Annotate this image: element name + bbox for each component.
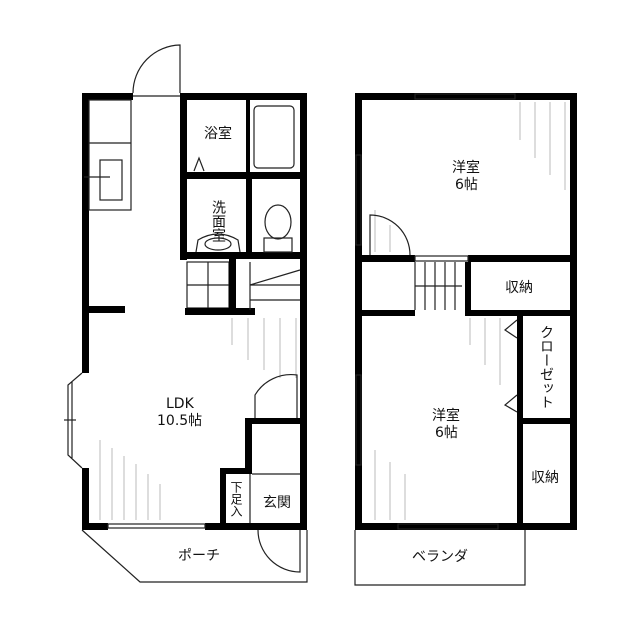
ldk-size-label: 10.5帖 <box>157 413 202 429</box>
closet-label: クローゼット <box>538 325 554 409</box>
porch-label: ポーチ <box>178 548 220 564</box>
washroom-label: 洗面室 <box>210 200 226 242</box>
lower-room-size-label: 6帖 <box>435 425 458 441</box>
floor-hatching <box>374 102 566 520</box>
ground-floor <box>64 44 308 583</box>
ldk-label: LDK <box>166 396 195 412</box>
storage-upper-label: 収納 <box>505 280 533 296</box>
floor-hatching <box>99 318 297 520</box>
lower-room-label: 洋室 <box>432 407 460 424</box>
upper-room-size-label: 6帖 <box>455 177 478 193</box>
upper-floor <box>354 93 577 586</box>
shoe-storage-label: 下足入 <box>229 481 243 517</box>
veranda-label: ベランダ <box>412 549 468 565</box>
entrance-label: 玄関 <box>263 494 291 511</box>
upper-room-label: 洋室 <box>452 159 480 176</box>
storage-lower-label: 収納 <box>531 470 559 486</box>
bathroom-label: 浴室 <box>204 125 232 142</box>
